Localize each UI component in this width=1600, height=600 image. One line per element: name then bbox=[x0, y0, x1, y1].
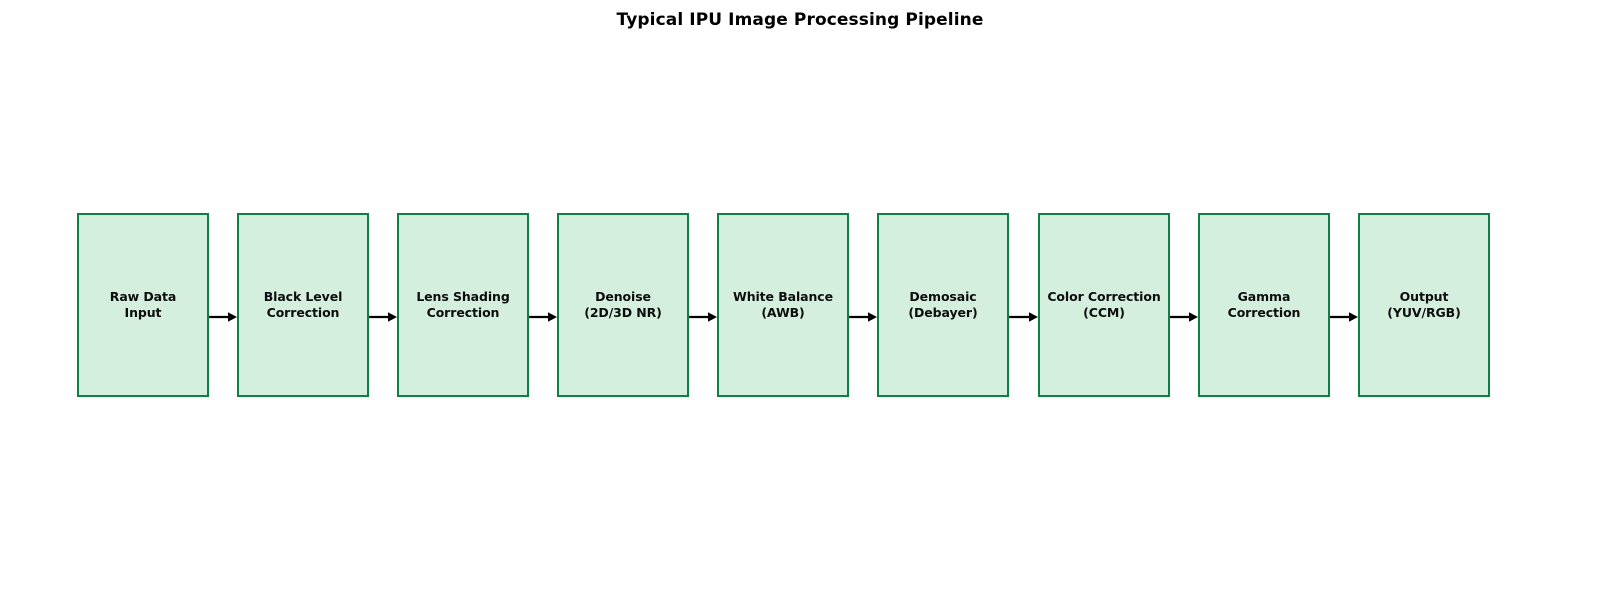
pipeline-arrow-icon-8 bbox=[1330, 311, 1358, 323]
pipeline-stage-label: Output(YUV/RGB) bbox=[1387, 289, 1460, 321]
pipeline-stage-7[interactable]: Color Correction(CCM) bbox=[1038, 213, 1170, 397]
pipeline-arrow-icon-6 bbox=[1009, 311, 1038, 323]
stage-label-line-2: Correction bbox=[426, 305, 500, 320]
pipeline-stage-6[interactable]: Demosaic(Debayer) bbox=[877, 213, 1009, 397]
pipeline-arrow-icon-5 bbox=[849, 311, 877, 323]
pipeline-stage-label: Demosaic(Debayer) bbox=[908, 289, 977, 321]
pipeline-stage-4[interactable]: Denoise(2D/3D NR) bbox=[557, 213, 689, 397]
stage-label-line-1: Raw Data bbox=[109, 289, 177, 304]
pipeline-arrow-icon-2 bbox=[369, 311, 397, 323]
stage-label-line-2: (2D/3D NR) bbox=[584, 305, 662, 320]
pipeline-stage-5[interactable]: White Balance(AWB) bbox=[717, 213, 849, 397]
stage-label-line-2: Correction bbox=[1227, 305, 1301, 320]
stage-label-line-1: Denoise bbox=[595, 289, 651, 304]
stage-label-line-1: Demosaic bbox=[909, 289, 977, 304]
stage-label-line-1: Lens Shading bbox=[416, 289, 510, 304]
pipeline-stage-label: Denoise(2D/3D NR) bbox=[584, 289, 662, 321]
pipeline-arrow-icon-3 bbox=[529, 311, 557, 323]
stage-label-line-2: (CCM) bbox=[1083, 305, 1125, 320]
stage-label-line-1: Black Level bbox=[263, 289, 343, 304]
pipeline-arrow-icon-4 bbox=[689, 311, 717, 323]
pipeline-stage-label: White Balance(AWB) bbox=[733, 289, 833, 321]
stage-label-line-2: Input bbox=[124, 305, 162, 320]
stage-label-line-2: (YUV/RGB) bbox=[1387, 305, 1461, 320]
pipeline-stage-label: Color Correction(CCM) bbox=[1047, 289, 1160, 321]
page-title: Typical IPU Image Processing Pipeline bbox=[616, 10, 984, 30]
stage-label-line-1: White Balance bbox=[733, 289, 833, 304]
pipeline-arrow-icon-7 bbox=[1170, 311, 1198, 323]
stage-label-line-2: (AWB) bbox=[761, 305, 805, 320]
pipeline-stage-9[interactable]: Output(YUV/RGB) bbox=[1358, 213, 1490, 397]
stage-label-line-2: Correction bbox=[266, 305, 340, 320]
stage-label-line-1: Gamma bbox=[1237, 289, 1291, 304]
pipeline-arrow-icon-1 bbox=[209, 311, 237, 323]
stage-label-line-2: (Debayer) bbox=[908, 305, 978, 320]
stage-label-line-1: Output bbox=[1399, 289, 1449, 304]
stage-label-line-1: Color Correction bbox=[1047, 289, 1161, 304]
